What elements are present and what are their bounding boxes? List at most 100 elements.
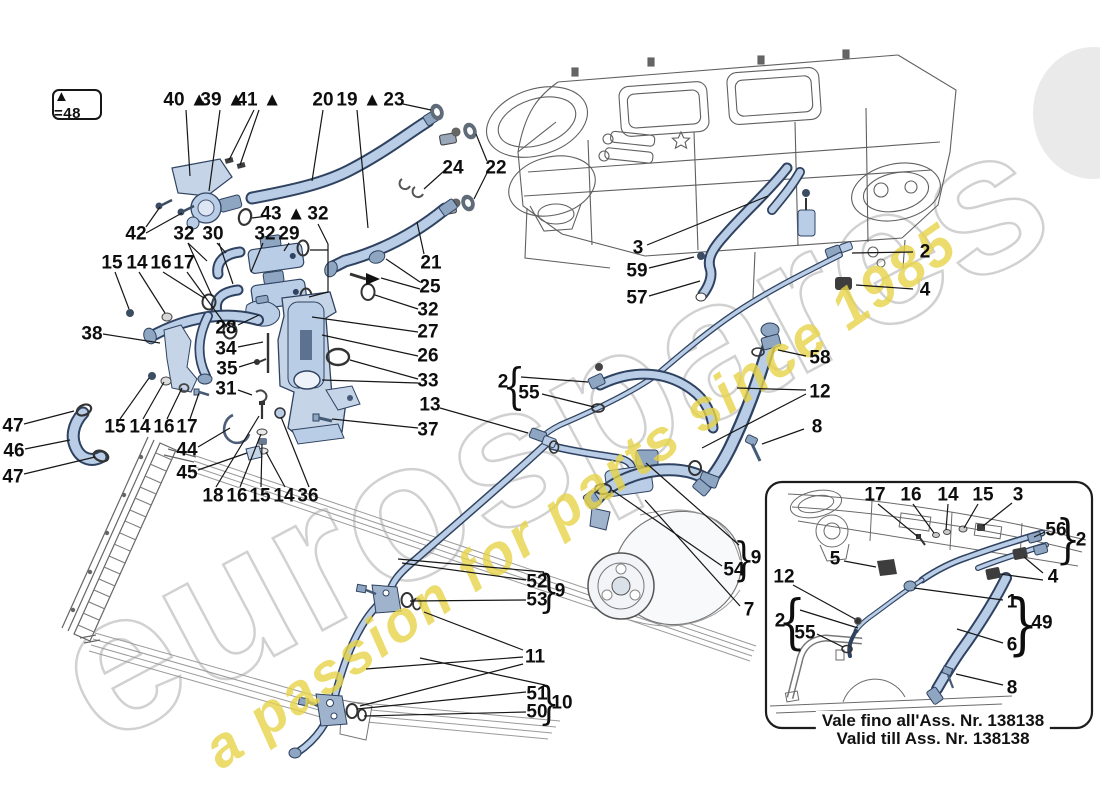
callout-22: 22 xyxy=(485,157,507,179)
callout-16: 16 xyxy=(226,485,248,507)
callout-14: 14 xyxy=(126,252,148,274)
callout-45: 45 xyxy=(176,462,198,484)
callout-21: 21 xyxy=(420,252,442,274)
inset-caption-italian: Vale fino all'Ass. Nr. 138138 xyxy=(815,711,1051,731)
blower-drum xyxy=(508,155,596,217)
callout-leader-lines xyxy=(23,103,1046,717)
callout-53: 53 xyxy=(526,589,548,611)
callout-brace: } xyxy=(538,564,560,618)
callout-12: 12 xyxy=(809,381,831,403)
watermark-corner-blob xyxy=(1033,47,1100,179)
callout-41: 41 ▲ xyxy=(236,89,282,111)
callout-15: 15 xyxy=(249,485,271,507)
callout-52: 52 xyxy=(526,571,548,593)
auxiliary-water-pump xyxy=(171,158,243,230)
callout-28: 28 xyxy=(215,317,237,339)
callout-brace: } xyxy=(538,676,560,730)
callout-2: 2 xyxy=(1075,529,1087,551)
callout-24: 24 xyxy=(442,157,464,179)
callout-58: 58 xyxy=(809,347,831,369)
callout-43: 43 ▲ xyxy=(260,203,306,225)
callout-14: 14 xyxy=(273,485,295,507)
callout-2: 2 xyxy=(497,371,509,393)
callout-7: 7 xyxy=(743,599,755,621)
callout-brace: } xyxy=(733,533,755,587)
callout-32: 32 xyxy=(307,203,329,225)
callout-47: 47 xyxy=(2,466,24,488)
callout-49: 49 xyxy=(1031,612,1053,634)
callout-26: 26 xyxy=(417,345,439,367)
callout-25: 25 xyxy=(419,276,441,298)
condenser-radiator xyxy=(61,436,197,644)
callout-18: 18 xyxy=(202,485,224,507)
star-mark xyxy=(671,130,691,150)
coolant-and-ac-plumbing xyxy=(66,103,853,759)
legend-box: ▲ =48 xyxy=(52,87,102,122)
callout-8: 8 xyxy=(1006,677,1018,699)
callout-16: 16 xyxy=(900,484,922,506)
callout-57: 57 xyxy=(626,287,648,309)
callout-40: 40 ▲ xyxy=(163,89,209,111)
callout-2: 2 xyxy=(919,241,931,263)
callout-42: 42 xyxy=(125,223,147,245)
callout-13: 13 xyxy=(419,394,441,416)
callout-14: 14 xyxy=(937,484,959,506)
callout-3: 3 xyxy=(1012,484,1024,506)
callout-27: 27 xyxy=(417,321,439,343)
callout-33: 33 xyxy=(417,370,439,392)
callout-17: 17 xyxy=(864,484,886,506)
callout-38: 38 xyxy=(81,323,103,345)
callout-32: 32 xyxy=(173,223,195,245)
callout-29: 29 xyxy=(278,223,300,245)
callout-56: 56 xyxy=(1045,519,1067,541)
callout-12: 12 xyxy=(773,566,795,588)
callout-2: 2 xyxy=(774,610,786,632)
callout-brace: } xyxy=(1055,509,1081,571)
hose-38-assembly xyxy=(143,309,264,393)
callout-34: 34 xyxy=(215,338,237,360)
callout-10: 10 xyxy=(551,692,573,714)
callout-50: 50 xyxy=(526,701,548,723)
callout-36: 36 xyxy=(297,485,319,507)
callout-16: 16 xyxy=(150,252,172,274)
callout-9: 9 xyxy=(750,547,762,569)
callout-59: 59 xyxy=(626,260,648,282)
callout-19: 19 ▲ xyxy=(336,89,382,111)
callout-17: 17 xyxy=(173,252,195,274)
callout-54: 54 xyxy=(723,559,745,581)
callout-15: 15 xyxy=(972,484,994,506)
side-plate-oval xyxy=(851,162,941,222)
callout-brace: { xyxy=(502,359,526,415)
callout-23: 23 xyxy=(383,89,405,111)
callout-16: 16 xyxy=(153,416,175,438)
pipe-bracket-lower xyxy=(297,693,373,741)
inset-drawing xyxy=(769,489,1087,714)
hvac-unit-outline xyxy=(439,49,957,299)
callout-55: 55 xyxy=(794,622,816,644)
callout-5: 5 xyxy=(829,548,841,570)
callout-39: 39 ▲ xyxy=(200,89,246,111)
callout-44: 44 xyxy=(176,439,198,461)
ac-compressor xyxy=(587,449,743,627)
callout-46: 46 xyxy=(3,440,25,462)
callout-15: 15 xyxy=(101,252,123,274)
callout-1: 1 xyxy=(1006,591,1018,613)
callout-32: 32 xyxy=(254,223,276,245)
callout-30: 30 xyxy=(202,223,224,245)
callout-20: 20 xyxy=(312,89,334,111)
callout-47: 47 xyxy=(2,415,24,437)
callout-11: 11 xyxy=(524,646,546,668)
callout-37: 37 xyxy=(417,419,439,441)
callout-55: 55 xyxy=(518,382,540,404)
blower-intake-oval xyxy=(485,86,589,158)
legend-text: ▲ =48 xyxy=(54,87,81,122)
callout-6: 6 xyxy=(1006,634,1018,656)
callout-32: 32 xyxy=(417,299,439,321)
callout-14: 14 xyxy=(129,416,151,438)
callout-brace: { xyxy=(778,587,806,657)
callout-17: 17 xyxy=(176,416,198,438)
callout-4: 4 xyxy=(1047,566,1059,588)
callout-9: 9 xyxy=(554,580,566,602)
tank-bracket-assembly xyxy=(277,291,361,445)
